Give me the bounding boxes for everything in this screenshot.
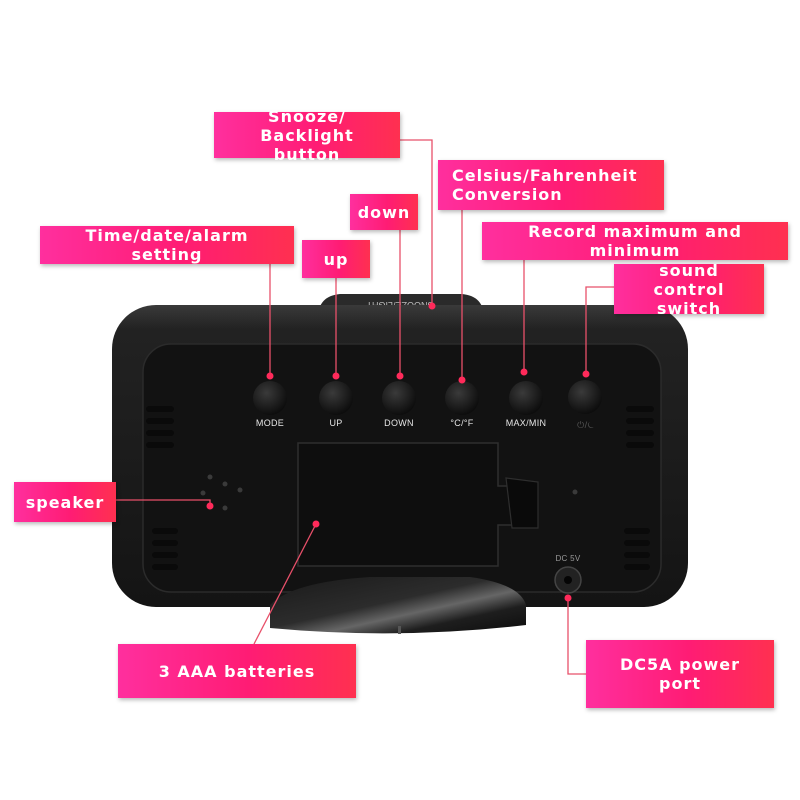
- down-label: DOWN: [384, 418, 414, 428]
- up-button[interactable]: [319, 381, 353, 415]
- up-label: UP: [329, 418, 343, 428]
- callout-snooze-text: Snooze/ Backlight button: [260, 106, 354, 164]
- buttons-row: [253, 380, 602, 415]
- port-label: DC 5V: [555, 554, 581, 563]
- max-min-label: MAX/MIN: [505, 418, 547, 428]
- callout-down-text: down: [357, 202, 411, 222]
- leader-lines: [116, 139, 614, 675]
- speaker-grille: [200, 474, 243, 511]
- callout-up-text: up: [323, 249, 349, 269]
- callout-speaker-text: speaker: [25, 492, 105, 512]
- callout-power-text: DC5A power port: [619, 655, 741, 693]
- callout-celsius-text: Celsius/Fahrenheit Conversion: [452, 166, 638, 204]
- stand: [270, 577, 526, 634]
- sound-switch-button[interactable]: [568, 380, 602, 414]
- max-min-button[interactable]: [509, 381, 543, 415]
- battery-cover[interactable]: [297, 442, 513, 567]
- small-hole: [572, 489, 578, 495]
- callout-power: DC5A power port: [586, 640, 774, 708]
- port-hole: [564, 576, 572, 584]
- stand-notch: [398, 626, 401, 634]
- left-vents: [146, 406, 178, 570]
- callout-celsius: Celsius/Fahrenheit Conversion: [438, 160, 664, 210]
- marker-dots: [206, 302, 590, 602]
- callout-snooze: Snooze/ Backlight button: [214, 107, 400, 164]
- battery-latch[interactable]: [505, 477, 539, 529]
- callout-record: Record maximum and minimum: [482, 222, 788, 260]
- callout-up: up: [302, 240, 370, 278]
- celsius-fahrenheit-button[interactable]: [445, 381, 479, 415]
- sound-switch-label: ⏻/⏾: [577, 420, 595, 430]
- callout-down: down: [350, 194, 418, 230]
- callout-record-text: Record maximum and minimum: [528, 222, 742, 260]
- callout-sound-text: sound control switch: [653, 260, 725, 318]
- mode-button[interactable]: [253, 381, 287, 415]
- celsius-fahrenheit-label: °C/°F: [450, 418, 474, 428]
- callout-batteries-text: 3 AAA batteries: [158, 661, 316, 681]
- callout-time-text: Time/date/alarm setting: [85, 226, 249, 264]
- callout-time: Time/date/alarm setting: [40, 226, 294, 264]
- mode-label: MODE: [255, 418, 285, 428]
- right-vents: [624, 406, 654, 570]
- callout-batteries: 3 AAA batteries: [118, 644, 356, 698]
- callout-speaker: speaker: [14, 482, 116, 522]
- callout-sound: sound control switch: [614, 261, 764, 318]
- down-button[interactable]: [382, 381, 416, 415]
